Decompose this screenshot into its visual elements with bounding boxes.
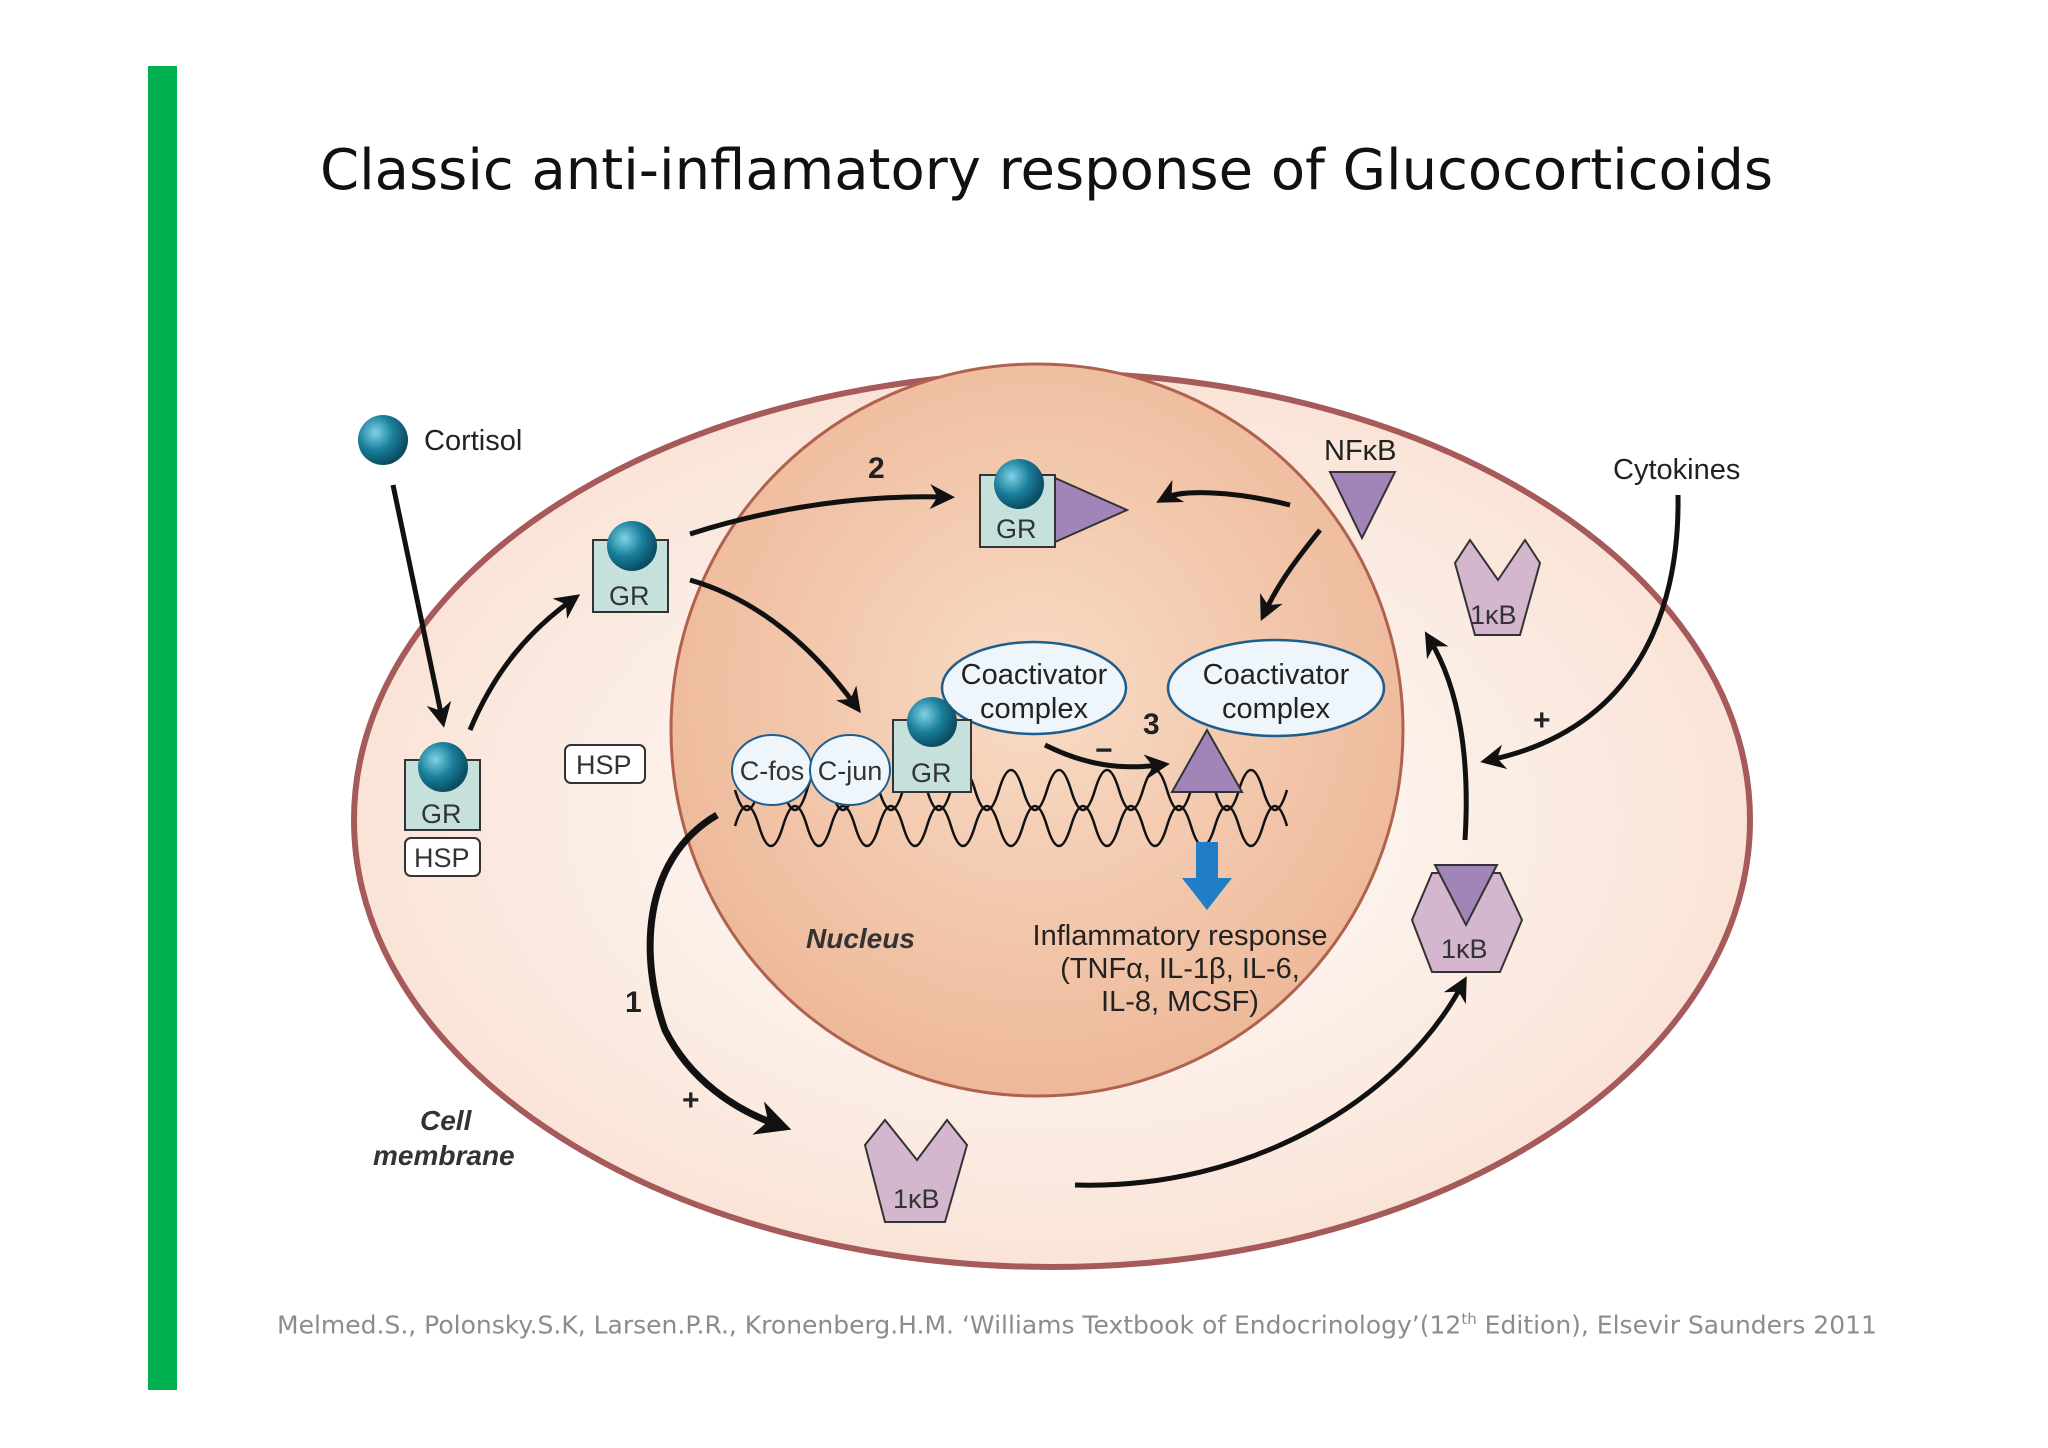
cortisol-molecule <box>994 459 1044 509</box>
gr-label: GR <box>421 799 462 829</box>
coactivator-label-line1: Coactivator <box>1203 659 1350 691</box>
coactivator-label-line2: complex <box>1222 693 1330 725</box>
hsp-box-free <box>564 744 646 784</box>
cortisol-molecule <box>607 521 657 571</box>
nfkb-dna-bound <box>1170 727 1244 793</box>
nfkb-molecule-complex <box>1433 864 1499 928</box>
c-fos-label: C-fos <box>740 756 805 786</box>
citation-superscript: th <box>1461 1310 1477 1328</box>
accent-bar <box>148 66 177 1390</box>
nfkb-label: NFκB <box>1324 435 1397 467</box>
inflammatory-response-line1: Inflammatory response <box>1033 920 1328 952</box>
gr-label: GR <box>996 514 1037 544</box>
inflammatory-response-arrow <box>1182 842 1232 910</box>
c-jun-molecule <box>809 734 891 806</box>
ikb-label: 1κB <box>893 1184 940 1214</box>
arrow-cytokines <box>1480 494 1681 770</box>
step-1-label: 1 <box>625 986 642 1019</box>
arrow-step-3-inhibition <box>1043 742 1170 780</box>
cell-membrane-label-line2: membrane <box>373 1140 515 1171</box>
ikb-molecule-lower <box>863 1118 969 1223</box>
plus-sign-step-1: + <box>682 1084 700 1117</box>
citation-tail: Edition), Elsevir Saunders 2011 <box>1476 1310 1877 1340</box>
arrow-gr-hsp-to-gr <box>467 594 581 731</box>
cortisol-molecule <box>358 415 408 465</box>
step-3-label: 3 <box>1143 708 1160 741</box>
dna-strand-b <box>733 804 1289 848</box>
citation: Melmed.S., Polonsky.S.K, Larsen.P.R., Kr… <box>277 1310 1977 1339</box>
plus-sign-cytokines: + <box>1533 704 1551 737</box>
gr-label: GR <box>911 758 952 788</box>
arrow-ikb-to-nfkb-ikb <box>1074 976 1467 1188</box>
slide-title: Classic anti-inflamatory response of Glu… <box>320 138 1774 203</box>
cell-membrane-label-line1: Cell <box>420 1105 473 1136</box>
cytokines-label: Cytokines <box>1613 454 1740 486</box>
arrow-step-1 <box>646 811 792 1135</box>
cortisol-molecule <box>907 697 957 747</box>
ikb-label: 1κB <box>1470 600 1517 630</box>
c-jun-label: C-jun <box>818 756 883 786</box>
inflammatory-response-line3: IL-8, MCSF) <box>1101 986 1259 1018</box>
step-2-label: 2 <box>868 452 885 485</box>
inhibition-sign: − <box>1095 734 1113 767</box>
gr-label: GR <box>609 581 650 611</box>
arrow-nfkb-to-coactivator <box>1260 528 1322 622</box>
nfkb-bound-to-gr <box>1054 476 1130 544</box>
arrow-nfkb-ikb-to-ikb <box>1424 631 1469 841</box>
arrow-nfkb-to-gr-complex <box>1156 479 1291 508</box>
ikb-label: 1κB <box>1441 934 1488 964</box>
citation-main: Melmed.S., Polonsky.S.K, Larsen.P.R., Kr… <box>277 1310 1462 1340</box>
nucleus-label: Nucleus <box>806 923 915 954</box>
ikb-molecule-upper <box>1453 538 1542 636</box>
hsp-label: HSP <box>414 843 470 873</box>
inflammatory-response-line2: (TNFα, IL-1β, IL-6, <box>1060 953 1300 985</box>
nfkb-molecule <box>1328 471 1397 541</box>
coactivator-complex-left <box>940 640 1128 736</box>
hsp-label: HSP <box>576 750 632 780</box>
coactivator-label-line1: Coactivator <box>961 659 1108 691</box>
hsp-box-bound <box>404 837 481 877</box>
arrow-gr-into-nucleus <box>689 577 861 714</box>
cortisol-molecule <box>418 742 468 792</box>
coactivator-label-line2: complex <box>980 693 1088 725</box>
arrow-step-2 <box>689 484 955 537</box>
arrow-cortisol-to-gr-hsp <box>390 484 452 728</box>
cortisol-label: Cortisol <box>424 425 522 457</box>
coactivator-complex-right <box>1166 638 1386 738</box>
